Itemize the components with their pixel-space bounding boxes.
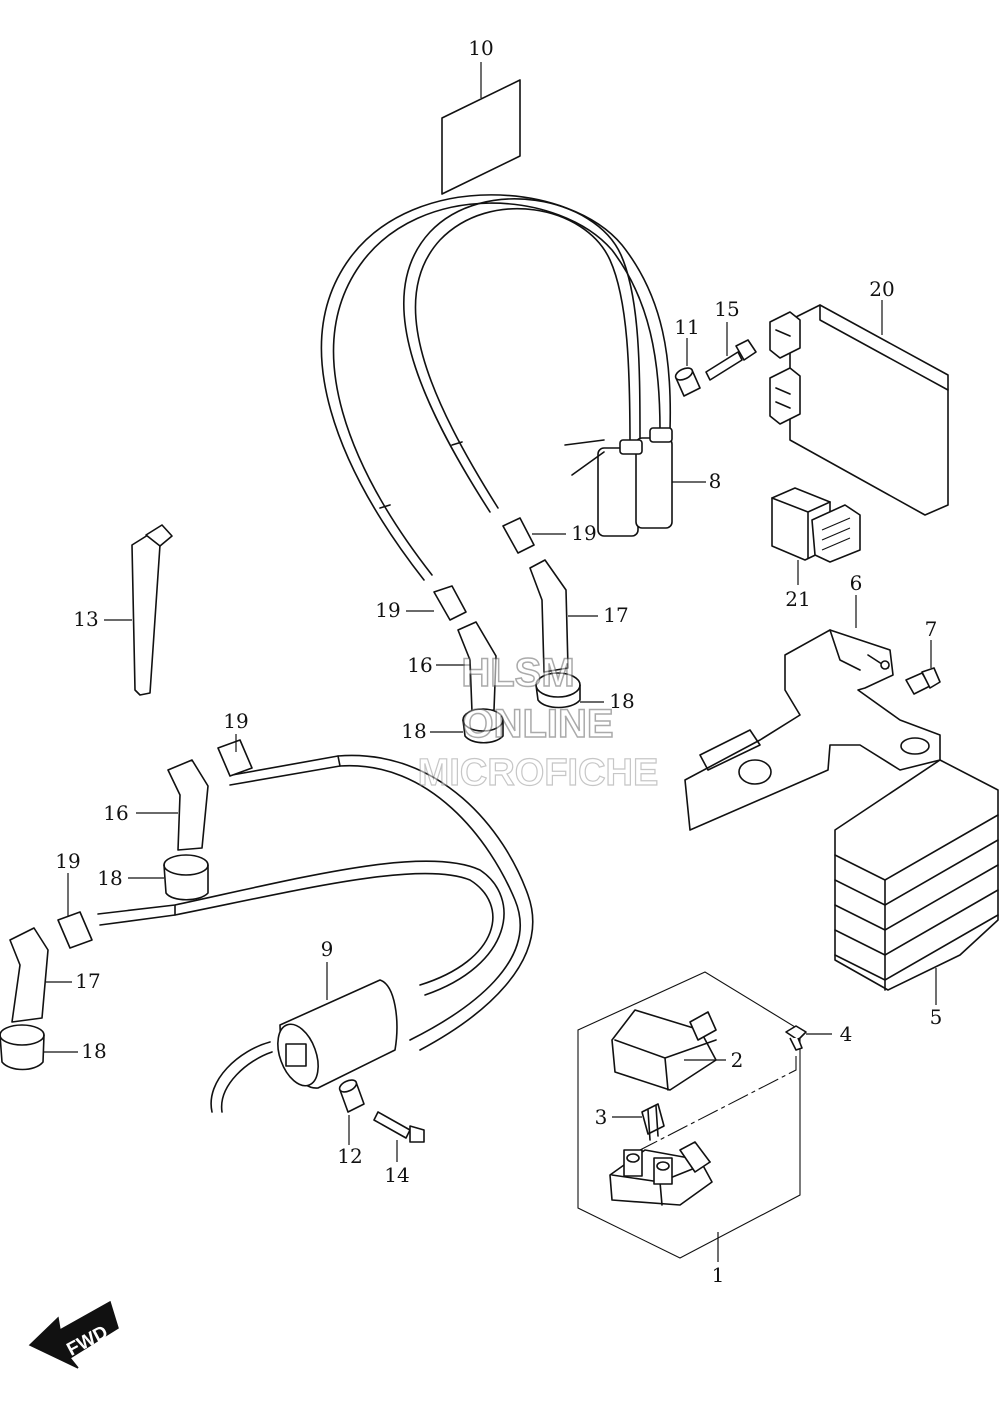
callout-labels: 10 20 15 11 8 19 21 6 7 13 19 17 16 18 1… (55, 36, 942, 1287)
part-18-seal-upper-right (535, 672, 604, 709)
part-5-regulator-rectifier (834, 759, 999, 1005)
callout-13: 13 (73, 607, 98, 631)
callout-21: 21 (785, 587, 810, 611)
part-8-ignition-coil-upper (320, 194, 706, 581)
watermark-line-1: HLSM (461, 651, 574, 695)
part-7-bolt (905, 640, 941, 695)
callout-15: 15 (714, 297, 739, 321)
fwd-direction-arrow (28, 1300, 119, 1369)
callout-18-b: 18 (401, 719, 426, 743)
watermark-line-2: ONLINE (462, 702, 613, 746)
callout-6: 6 (850, 571, 863, 595)
callout-4: 4 (840, 1022, 853, 1046)
callout-5: 5 (930, 1005, 943, 1029)
callout-9: 9 (321, 937, 334, 961)
part-12-spacer-lower (338, 1079, 365, 1145)
callout-17-a: 17 (603, 603, 628, 627)
part-21-relay (771, 487, 861, 585)
callout-19-d: 19 (55, 849, 80, 873)
callout-19-b: 19 (375, 598, 400, 622)
callout-14: 14 (384, 1163, 409, 1187)
part-17-plug-cap-lower (9, 927, 72, 1023)
part-3-fuse (612, 1103, 665, 1141)
part-19-grommet-lower-lower (57, 873, 93, 949)
callout-7: 7 (925, 617, 938, 641)
part-19-grommet-upper-right (502, 517, 566, 554)
callout-10: 10 (468, 36, 493, 60)
watermark-line-3: MICROFICHE (418, 752, 659, 794)
part-14-bolt-lower (373, 1111, 425, 1162)
part-11-spacer-upper (674, 338, 701, 397)
callout-1: 1 (712, 1263, 725, 1287)
part-18-seal-lower-lower (0, 1024, 78, 1071)
callout-19-c: 19 (223, 709, 248, 733)
part-18-seal-upper-left (430, 708, 504, 744)
part-18-seal-lower-upper (128, 854, 209, 901)
callout-19-a: 19 (571, 521, 596, 545)
part-2-relay-cover (611, 1009, 726, 1091)
callout-12: 12 (337, 1144, 362, 1168)
part-6-bracket (684, 595, 941, 831)
callout-20: 20 (869, 277, 894, 301)
callout-18-d: 18 (81, 1039, 106, 1063)
part-4-screw (639, 1025, 832, 1151)
part-20-ecu-unit (769, 300, 949, 516)
part-9-ignition-coil-lower (97, 754, 534, 1113)
part-15-bolt-upper (705, 322, 757, 381)
callout-16-b: 16 (103, 801, 128, 825)
part-13-cable-tie (104, 524, 173, 696)
part-17-plug-cap-upper (529, 559, 598, 673)
part-19-grommet-lower-upper (217, 734, 253, 777)
callout-11: 11 (674, 315, 699, 339)
callout-8: 8 (709, 469, 722, 493)
callout-2: 2 (731, 1048, 744, 1072)
callout-17-b: 17 (75, 969, 100, 993)
part-1-starter-relay-assembly (577, 971, 801, 1262)
callout-18-a: 18 (609, 689, 634, 713)
part-16-plug-cap-lower (136, 759, 209, 851)
watermark: HLSM ONLINE MICROFICHE (417, 650, 659, 794)
callout-16-a: 16 (407, 653, 432, 677)
part-1-relay-body (609, 1141, 713, 1206)
callout-3: 3 (595, 1105, 608, 1129)
callout-18-c: 18 (97, 866, 122, 890)
part-10-label-sheet (441, 62, 521, 195)
part-19-grommet-upper-left (406, 585, 467, 621)
